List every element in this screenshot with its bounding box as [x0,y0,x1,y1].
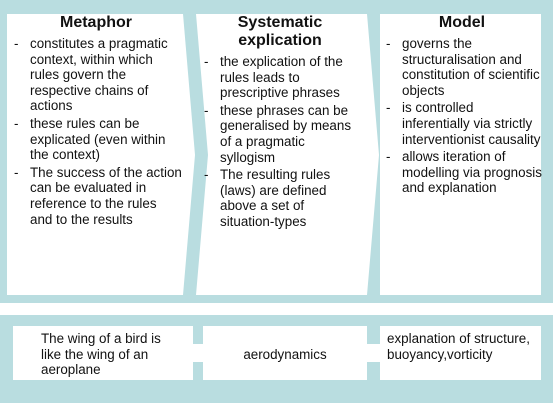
model-list: -governs the structuralisation and const… [382,36,542,196]
example-metaphor: The wing of a bird is like the wing of a… [41,331,161,378]
explication-list: -the explication of the rules leads to p… [200,54,360,230]
example-model: explanation of structure, buoyancy,vorti… [387,331,530,362]
list-item: -allows iteration of modelling via progn… [386,149,542,196]
metaphor-column: Metaphor -constitutes a pragmatic contex… [10,14,182,229]
list-item: -is controlled inferentially via strictl… [386,100,541,147]
list-item: -these rules can be explicated (even wit… [14,115,166,163]
example-box-2 [203,326,367,380]
list-item: -these phrases can be generalised by mea… [204,102,352,165]
list-item: -The success of the action can be evalua… [14,164,182,227]
metaphor-chevron [7,14,195,295]
list-item: -the explication of the rules leads to p… [204,54,343,101]
model-box [380,14,541,295]
example-explication: aerodynamics [243,347,327,362]
model-title: Model [438,14,486,31]
example-box-1 [13,326,193,380]
metaphor-title: Metaphor [60,14,132,31]
explication-chevron [196,14,379,295]
explication-title: Systematic explication [237,14,323,49]
example-connector-2 [364,344,383,362]
list-item: -constitutes a pragmatic context, within… [14,36,168,114]
list-item: -governs the structuralisation and const… [386,36,540,98]
model-column: Model -governs the structuralisation and… [382,14,542,198]
explication-column: Systematic explication -the explication … [200,14,360,232]
example-box-3 [380,326,541,380]
example-connector-1 [190,344,205,362]
list-item: -The resulting rules (laws) are defined … [204,167,331,229]
metaphor-list: -constitutes a pragmatic context, within… [10,36,182,227]
